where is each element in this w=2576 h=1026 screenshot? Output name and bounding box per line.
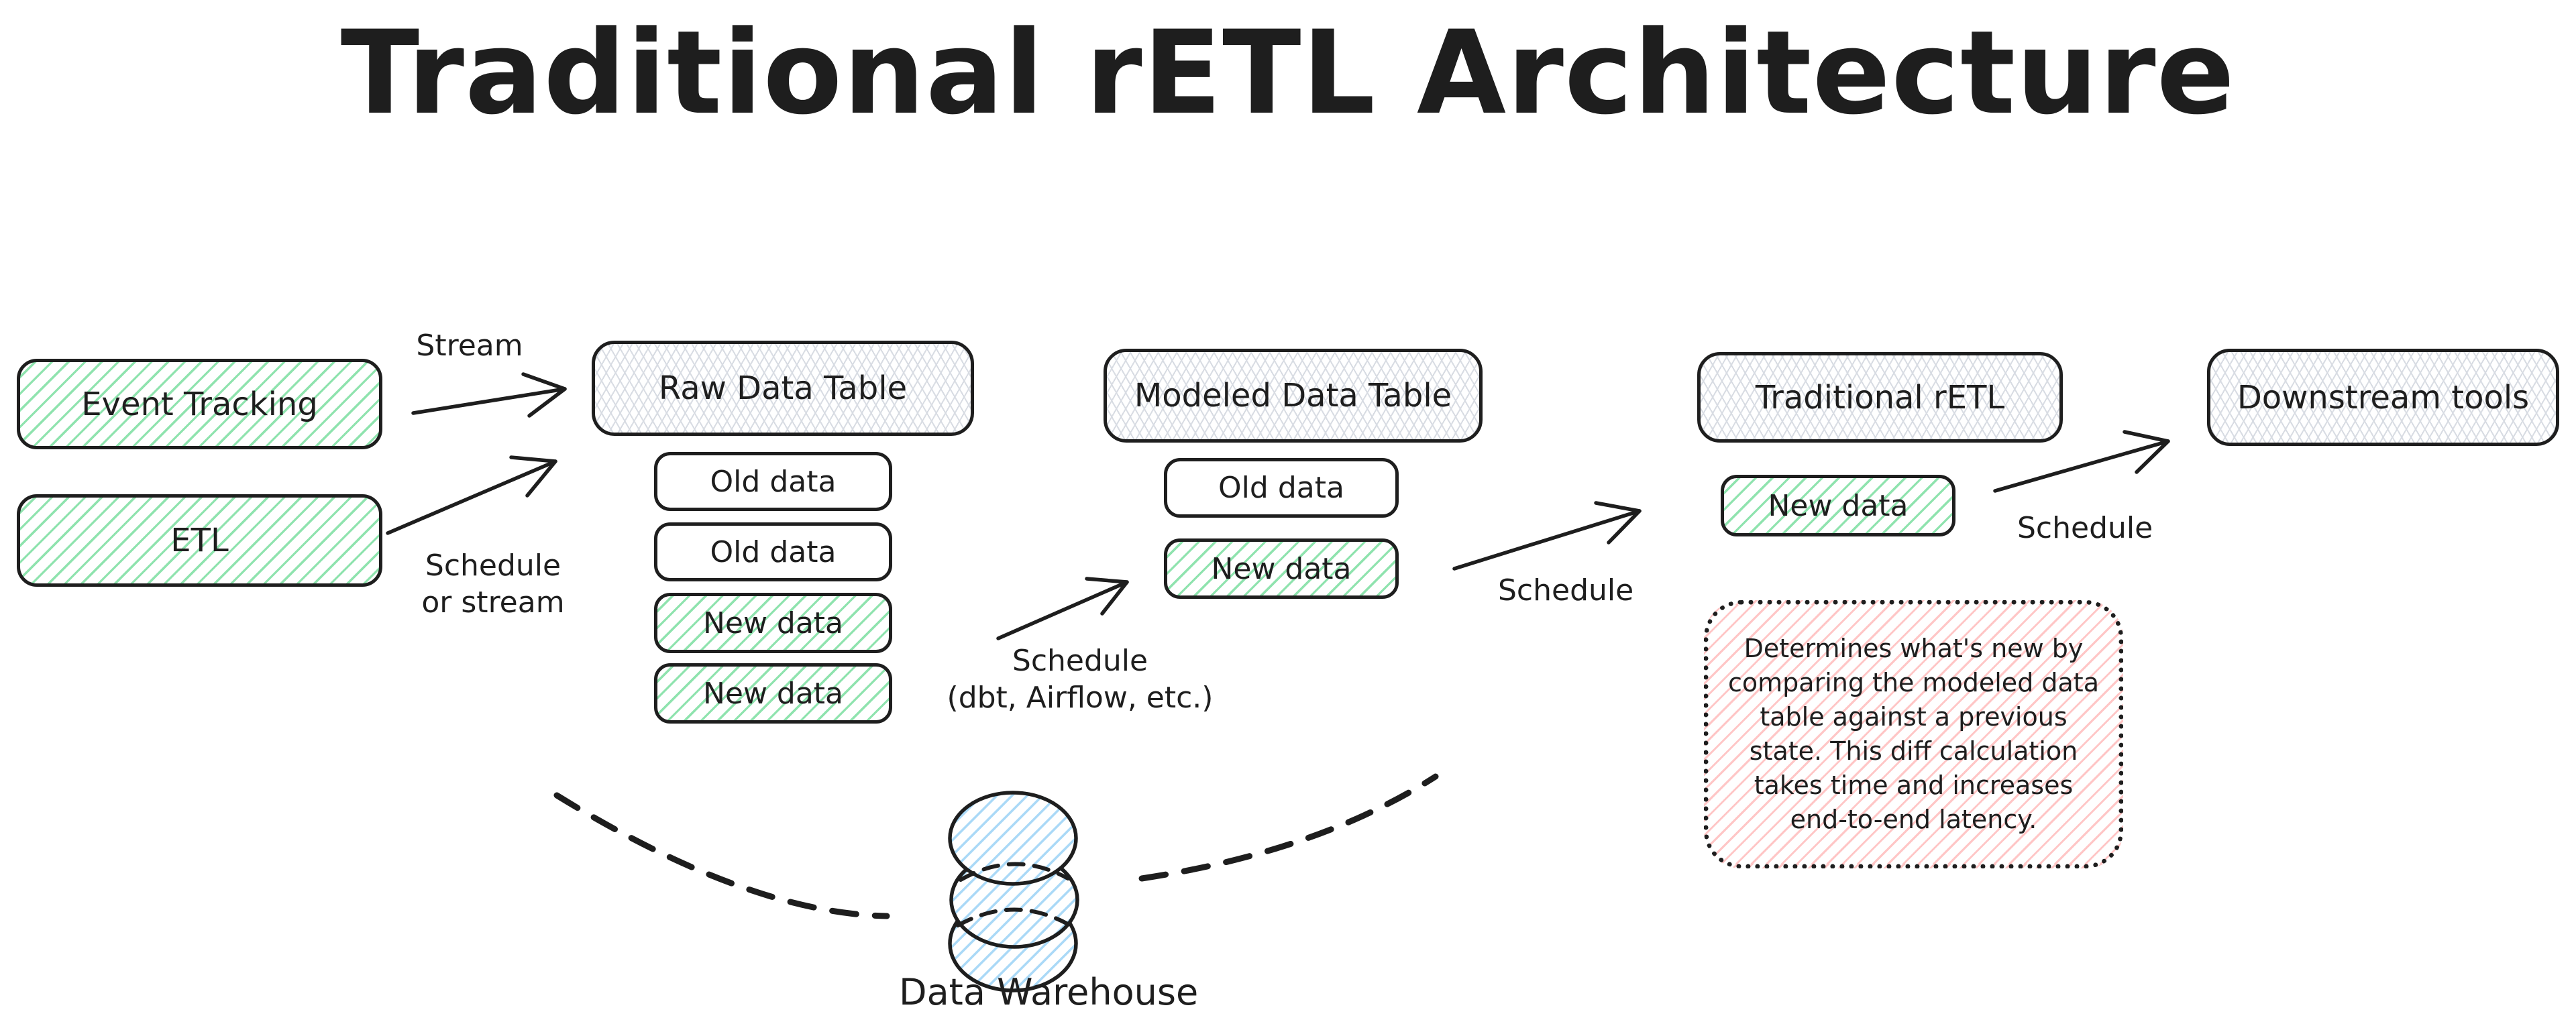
node-event-tracking: Event Tracking: [17, 359, 382, 449]
edge-label-schedule-dbt-line2: (dbt, Airflow, etc.): [947, 681, 1214, 715]
raw-row-old-data-2: Old data: [654, 522, 892, 581]
arrow-retl-to-downstream: [1993, 430, 2170, 493]
note-line-1: Determines what's new by: [1743, 634, 2084, 664]
node-downstream-tools-label: Downstream tools: [2237, 378, 2530, 416]
modeled-row-new-data: New data: [1164, 538, 1399, 599]
note-line-2: comparing the modeled data: [1728, 668, 2099, 698]
retl-row-new-data-label: New data: [1768, 488, 1909, 523]
note-line-4: state. This diff calculation: [1749, 736, 2078, 766]
node-etl-label: ETL: [170, 522, 229, 559]
node-traditional-retl: Traditional rETL: [1697, 352, 2063, 443]
node-modeled-data-table-label: Modeled Data Table: [1134, 377, 1452, 414]
diagram-title: Traditional rETL Architecture: [340, 5, 2236, 140]
arrow-schedule-or-stream: [386, 455, 557, 535]
warehouse-scope-dashes: [553, 773, 1439, 919]
edge-label-schedule-mid: Schedule: [1498, 573, 1634, 608]
note-line-3: table against a previous: [1760, 702, 2068, 732]
arrow-schedule-dbt: [996, 577, 1129, 640]
raw-row-new-data-1: New data: [654, 593, 892, 653]
raw-row-new-data-1-label: New data: [702, 606, 844, 640]
node-event-tracking-label: Event Tracking: [81, 385, 318, 423]
node-raw-data-table-label: Raw Data Table: [658, 369, 908, 407]
data-warehouse-label: Data Warehouse: [899, 971, 1199, 1013]
note-line-6: end-to-end latency.: [1790, 804, 2037, 834]
raw-row-old-data-1-label: Old data: [710, 464, 837, 499]
note-line-5: takes time and increases: [1754, 770, 2074, 800]
raw-row-new-data-2: New data: [654, 663, 892, 724]
retl-row-new-data: New data: [1721, 475, 1955, 536]
modeled-row-old-data: Old data: [1164, 458, 1399, 518]
node-etl: ETL: [17, 494, 382, 587]
node-traditional-retl-label: Traditional rETL: [1755, 378, 2005, 416]
raw-row-new-data-2-label: New data: [702, 676, 844, 711]
edge-label-schedule-dbt: Schedule (dbt, Airflow, etc.): [939, 642, 1221, 716]
edge-label-stream: Stream: [416, 329, 523, 363]
data-warehouse-icon: [948, 791, 1079, 992]
node-raw-data-table: Raw Data Table: [592, 341, 974, 436]
edge-label-schedule-or-stream-line1: Schedule: [425, 549, 561, 583]
modeled-row-old-data-label: Old data: [1218, 471, 1344, 505]
edge-label-schedule-right: Schedule: [2017, 511, 2153, 545]
retl-latency-note: Determines what's new by comparing the m…: [1704, 600, 2123, 868]
raw-row-old-data-2-label: Old data: [710, 534, 837, 569]
edge-label-schedule-or-stream: Schedule or stream: [406, 547, 580, 621]
edge-label-schedule-dbt-line1: Schedule: [1012, 644, 1148, 678]
edge-label-schedule-or-stream-line2: or stream: [421, 585, 565, 620]
node-downstream-tools: Downstream tools: [2207, 349, 2559, 446]
arrow-stream: [411, 372, 567, 418]
node-modeled-data-table: Modeled Data Table: [1104, 349, 1483, 443]
raw-row-old-data-1: Old data: [654, 452, 892, 511]
modeled-row-new-data-label: New data: [1211, 551, 1352, 586]
arrow-modeled-to-retl: [1452, 501, 1642, 571]
